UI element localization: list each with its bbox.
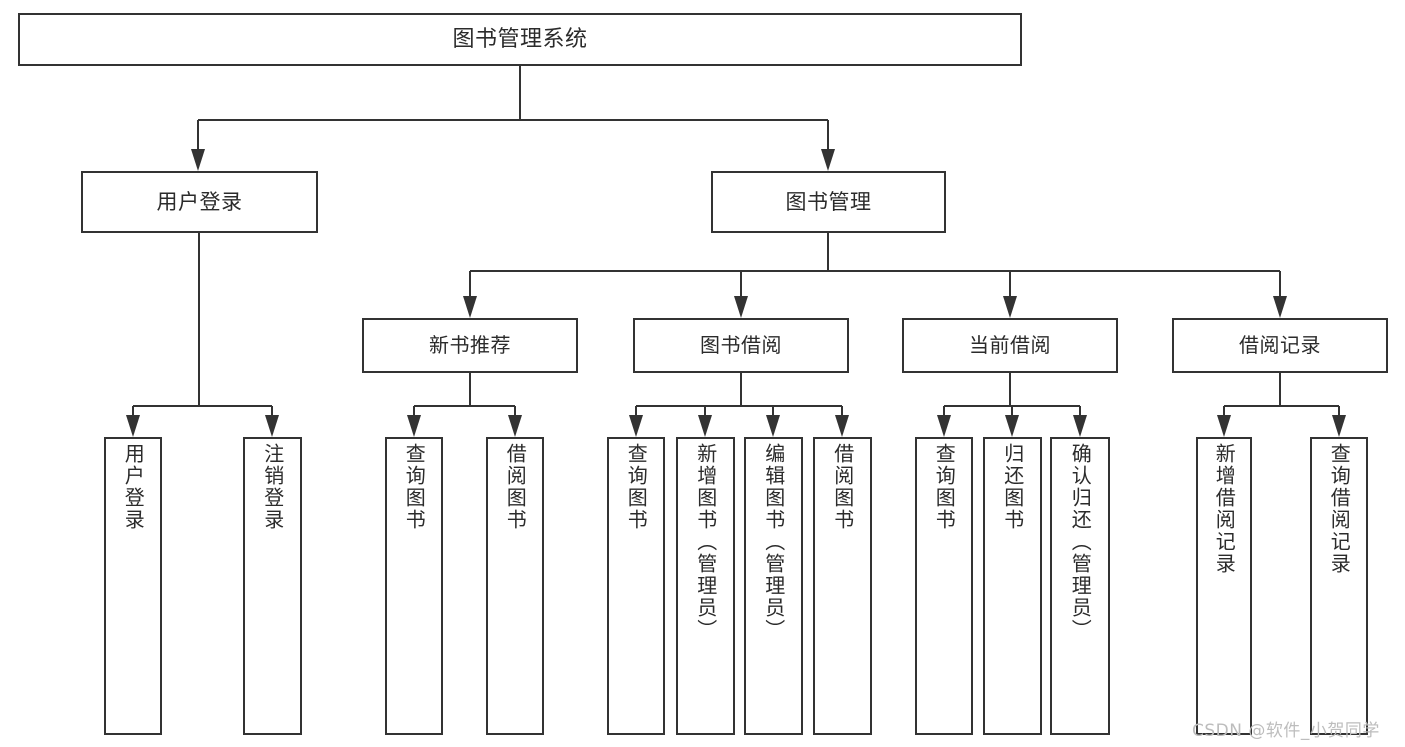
node-label: 注销登录 — [260, 443, 285, 531]
connector-leaf-1-773-arrowhead — [766, 415, 780, 437]
connector-leaf-2-1012-arrowhead — [1005, 415, 1019, 437]
node-level2-3[interactable]: 借阅记录 — [1172, 318, 1388, 373]
node-label: 借阅图书 — [503, 443, 528, 531]
connector-level2-1-arrowhead — [734, 296, 748, 318]
node-label: 查询图书 — [624, 443, 649, 531]
connector-leaf-1-842-arrowhead — [835, 415, 849, 437]
node-leaf-7[interactable]: 借阅图书 — [813, 437, 872, 735]
node-label: 查询图书 — [932, 443, 957, 531]
node-label: 借阅图书 — [830, 443, 855, 531]
node-level1-1[interactable]: 图书管理 — [711, 171, 946, 233]
node-label: 查询图书 — [402, 443, 427, 531]
node-leaf-0[interactable]: 用户登录 — [104, 437, 162, 735]
connector-leaf-2-944-arrowhead — [937, 415, 951, 437]
node-leaf-8[interactable]: 查询图书 — [915, 437, 973, 735]
node-label: 编辑图书（管理员） — [761, 443, 786, 641]
node-root[interactable]: 图书管理系统 — [18, 13, 1022, 66]
node-leaf-2[interactable]: 查询图书 — [385, 437, 443, 735]
node-label: 新增图书（管理员） — [693, 443, 718, 641]
node-leaf-4[interactable]: 查询图书 — [607, 437, 665, 735]
connector-level2-3-arrowhead — [1273, 296, 1287, 318]
node-leaf-6[interactable]: 编辑图书（管理员） — [744, 437, 803, 735]
node-label: 查询借阅记录 — [1327, 443, 1352, 575]
connector-leaf-1-705-arrowhead — [698, 415, 712, 437]
connector-level2-0-arrowhead — [463, 296, 477, 318]
node-leaf-9[interactable]: 归还图书 — [983, 437, 1042, 735]
node-label: 用户登录 — [121, 443, 146, 531]
node-label: 新增借阅记录 — [1212, 443, 1237, 575]
node-label: 归还图书 — [1000, 443, 1025, 531]
node-level2-1[interactable]: 图书借阅 — [633, 318, 849, 373]
connector-user-login-leaf-1-arrowhead — [265, 415, 279, 437]
connector-user-login-leaf-0-arrowhead — [126, 415, 140, 437]
node-label: 借阅记录 — [1239, 333, 1321, 357]
connector-level1-0-arrowhead — [191, 149, 205, 171]
connector-level2-2-arrowhead — [1003, 296, 1017, 318]
node-leaf-5[interactable]: 新增图书（管理员） — [676, 437, 735, 735]
node-label: 图书管理 — [785, 189, 872, 214]
connector-leaf-1-636-arrowhead — [629, 415, 643, 437]
node-level2-0[interactable]: 新书推荐 — [362, 318, 578, 373]
connector-leaf-3-1224-arrowhead — [1217, 415, 1231, 437]
connector-leaf-2-1080-arrowhead — [1073, 415, 1087, 437]
node-leaf-10[interactable]: 确认归还（管理员） — [1050, 437, 1110, 735]
node-leaf-11[interactable]: 新增借阅记录 — [1196, 437, 1252, 735]
node-leaf-12[interactable]: 查询借阅记录 — [1310, 437, 1368, 735]
node-level2-2[interactable]: 当前借阅 — [902, 318, 1118, 373]
node-label: 新书推荐 — [429, 333, 511, 357]
node-leaf-1[interactable]: 注销登录 — [243, 437, 302, 735]
connector-leaf-0-414-arrowhead — [407, 415, 421, 437]
node-leaf-3[interactable]: 借阅图书 — [486, 437, 544, 735]
connector-leaf-0-515-arrowhead — [508, 415, 522, 437]
node-label: 图书管理系统 — [452, 26, 588, 52]
connector-leaf-3-1339-arrowhead — [1332, 415, 1346, 437]
connector-level1-1-arrowhead — [821, 149, 835, 171]
node-label: 用户登录 — [156, 189, 243, 214]
node-label: 当前借阅 — [969, 333, 1051, 357]
node-level1-0[interactable]: 用户登录 — [81, 171, 318, 233]
node-label: 图书借阅 — [700, 333, 782, 357]
node-label: 确认归还（管理员） — [1068, 443, 1093, 641]
